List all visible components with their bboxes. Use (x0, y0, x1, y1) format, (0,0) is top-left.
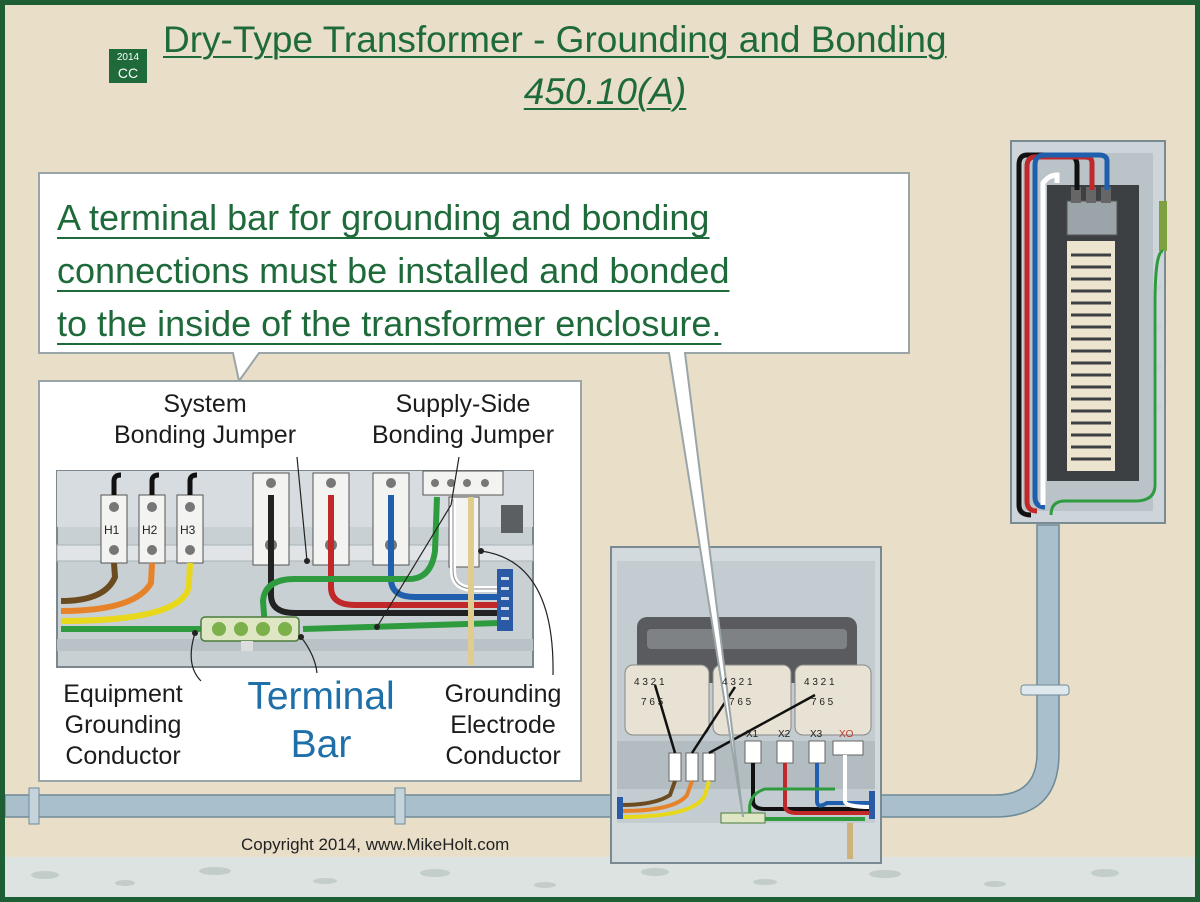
callout-line: connections must be installed and bonded (57, 250, 730, 291)
label-line: Electrode (450, 711, 556, 739)
label-grounding-electrode-conductor: Grounding Electrode Conductor (425, 679, 581, 772)
label-equipment-grounding-conductor: Equipment Grounding Conductor (43, 679, 203, 772)
copyright: Copyright 2014, www.MikeHolt.com (241, 835, 510, 854)
label-line: Bar (290, 723, 352, 766)
conduit-right (876, 524, 1060, 818)
tap-top-1: 4 3 2 1 (634, 677, 665, 688)
callout-bubble (38, 172, 910, 818)
label-line: Grounding (64, 711, 182, 739)
tap-bottom-2: 7 6 5 (729, 697, 752, 708)
terminal-h1: H1 (104, 523, 120, 537)
terminal-h3: H3 (180, 523, 196, 537)
label-terminal-bar: Terminal Bar (231, 673, 411, 769)
tap-top-3: 4 3 2 1 (804, 677, 835, 688)
callout-line: A terminal bar for grounding and bonding (57, 197, 710, 238)
conduit-left (5, 794, 616, 818)
badge-year: 2014 (116, 52, 140, 63)
badge-code: CC (117, 65, 139, 81)
terminal-xo: XO (839, 729, 854, 740)
label-line: Bonding Jumper (113, 421, 297, 449)
terminal-x2: X2 (778, 729, 791, 740)
terminal-x3: X3 (810, 729, 823, 740)
page-title: Dry-Type Transformer - Grounding and Bon… (163, 19, 947, 60)
callout-line: to the inside of the transformer enclosu… (57, 303, 722, 344)
tap-bottom-3: 7 6 5 (811, 697, 834, 708)
terminal-h2: H2 (142, 523, 158, 537)
label-line: Equipment (63, 680, 183, 708)
callout-text: A terminal bar for grounding and bonding… (57, 191, 897, 350)
tap-bottom-1: 7 6 5 (641, 697, 664, 708)
label-line: Supply-Side (395, 390, 531, 418)
label-line: System (163, 390, 247, 418)
label-line: Conductor (65, 742, 181, 770)
label-line: Terminal (247, 675, 395, 718)
label-line: Conductor (445, 742, 561, 770)
code-year-badge: 2014 CC (109, 49, 147, 83)
ground-slab (5, 857, 1195, 897)
label-line: Bonding Jumper (371, 421, 555, 449)
label-system-bonding-jumper: System Bonding Jumper (85, 389, 325, 451)
tap-top-2: 4 3 2 1 (722, 677, 753, 688)
label-line: Grounding (444, 680, 562, 708)
terminal-x1: X1 (746, 729, 759, 740)
page-subtitle: 450.10(A) (523, 71, 687, 112)
label-supply-side-bonding-jumper: Supply-Side Bonding Jumper (339, 389, 587, 451)
diagram-artwork (5, 140, 1195, 897)
